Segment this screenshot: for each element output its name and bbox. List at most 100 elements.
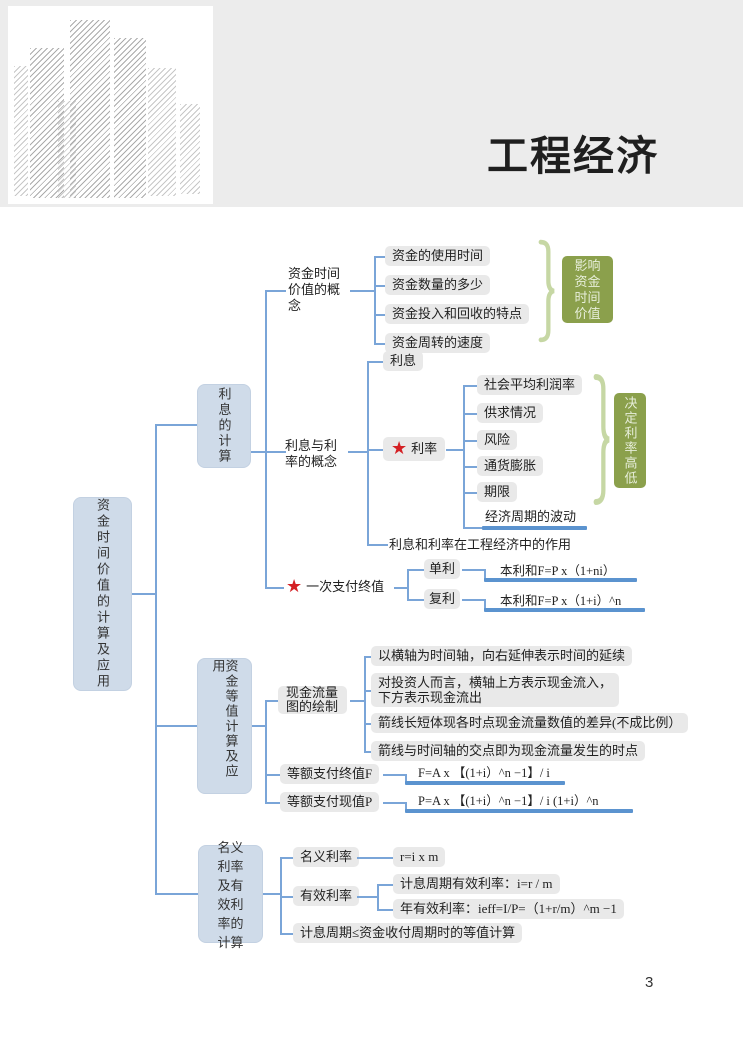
node-rate: ★ 利率 (383, 437, 446, 461)
page-number: 3 (645, 974, 654, 991)
underline-bar (484, 578, 637, 582)
connector-line (265, 290, 267, 588)
connector-line (252, 725, 265, 727)
connector-line (367, 361, 369, 545)
buildings-illustration (8, 6, 213, 204)
connector-line (350, 700, 364, 702)
connector-line (484, 569, 486, 579)
leaf-box: 资金投入和回收的特点 (385, 304, 530, 324)
connector-line (377, 884, 379, 909)
connector-line (367, 361, 383, 363)
page-title: 工程经济 (487, 133, 659, 179)
leaf-box: 资金的使用时间 (385, 246, 491, 266)
brace-icon (538, 239, 555, 343)
node-interest-rate-concept: 利息与利率的概念 (285, 438, 338, 469)
leaf-box: 供求情况 (477, 403, 544, 423)
star-icon: ★ (286, 576, 303, 597)
leaf-box: 年有效利率：ieff=I/P=（1+r/m）^m −1 (393, 899, 624, 919)
branch-node-nominal-effective: 名义利率及有效利率的计算 (198, 840, 263, 950)
node-nominal-rate: 名义利率 (293, 847, 360, 867)
connector-line (364, 656, 366, 751)
connector-line (484, 599, 486, 609)
connector-line (463, 413, 477, 415)
connector-line (132, 593, 155, 595)
page-header: 工程经济 (0, 0, 743, 207)
connector-line (364, 723, 371, 725)
connector-line (463, 385, 465, 528)
connector-line (374, 256, 376, 343)
building-shape (114, 38, 146, 198)
connector-line (463, 466, 477, 468)
connector-line (407, 569, 409, 599)
connector-line (263, 893, 280, 895)
connector-line (155, 893, 199, 895)
connector-line (374, 256, 385, 258)
node-time-value-concept: 资金时间价值的概念 (288, 266, 341, 313)
connector-line (383, 774, 405, 776)
leaf-box: 单利 (424, 559, 461, 579)
node-effective-rate: 有效利率 (293, 886, 360, 906)
brace-icon (593, 373, 610, 506)
building-shape (148, 68, 176, 196)
green-note-label: 决定利率高低 (622, 395, 638, 486)
branch-node-label: 名义利率及有效利率的计算 (217, 840, 244, 950)
formula-text: F=A x 【(1+i）^n −1】/ i (418, 766, 550, 780)
formula-text: 本利和F=P x（1+i）^n (500, 594, 622, 608)
green-note-influence: 影响资金时间价值 (562, 256, 613, 323)
connector-line (265, 700, 267, 802)
node-annuity-f: 等额支付终值F (280, 764, 380, 784)
connector-line (374, 285, 385, 287)
connector-line (280, 933, 293, 935)
connector-line (383, 802, 405, 804)
leaf-box: 箭线长短体现各时点现金流量数值的差异(不成比例） (371, 713, 689, 733)
connector-line (374, 343, 385, 345)
connector-line (265, 700, 278, 702)
leaf-box: 以横轴为时间轴，向右延伸表示时间的延续 (371, 646, 633, 666)
connector-line (350, 290, 374, 292)
connector-line (364, 656, 371, 658)
connector-line (364, 751, 371, 753)
building-shape (58, 101, 76, 198)
root-node: 资金时间价值的计算及应用 (73, 497, 132, 691)
connector-line (463, 492, 477, 494)
connector-line (394, 587, 407, 589)
connector-line (367, 544, 388, 546)
leaf-box: 箭线与时间轴的交点即为现金流量发生的时点 (371, 741, 646, 761)
node-cashflow-diagram: 现金流量图的绘制 (278, 686, 347, 714)
connector-line (374, 314, 385, 316)
star-icon: ★ (391, 438, 408, 459)
connector-line (155, 424, 198, 426)
leaf-box: 复利 (424, 589, 461, 609)
connector-line (463, 527, 483, 529)
building-shape (70, 20, 110, 198)
connector-line (280, 857, 282, 933)
connector-line (265, 774, 280, 776)
connector-line (463, 440, 477, 442)
leaf-box: 风险 (477, 430, 518, 450)
connector-line (462, 599, 484, 601)
node-cashflow-label: 现金流量图的绘制 (286, 685, 339, 714)
formula-text: P=A x 【(1+i）^n −1】/ i (1+i）^n (418, 794, 599, 808)
connector-line (462, 569, 484, 571)
connector-line (405, 774, 407, 782)
leaf-box: 资金数量的多少 (385, 275, 491, 295)
leaf-box: 通货膨胀 (477, 456, 544, 476)
underline-bar (484, 608, 645, 612)
building-shape (180, 104, 200, 194)
formula-text: 本利和F=P x（1+ni） (500, 564, 616, 578)
connector-line (364, 690, 371, 692)
leaf-text-underlined: 经济周期的波动 (485, 509, 577, 524)
branch-node-interest-calc: 利息的计算 (197, 384, 251, 468)
node-annuity-p: 等额支付现值P (280, 792, 380, 812)
connector-line (407, 599, 424, 601)
branch-node-label: 资金等值计算及应用 (210, 659, 239, 779)
connector-line (280, 857, 293, 859)
node-role-text: 利息和利率在工程经济中的作用 (389, 537, 572, 552)
connector-line (251, 451, 286, 453)
connector-line (265, 587, 284, 589)
leaf-box: 计息周期有效利率：i=r / m (393, 874, 560, 894)
connector-line (407, 569, 424, 571)
leaf-box: 资金周转的速度 (385, 333, 491, 353)
connector-line (155, 424, 157, 894)
